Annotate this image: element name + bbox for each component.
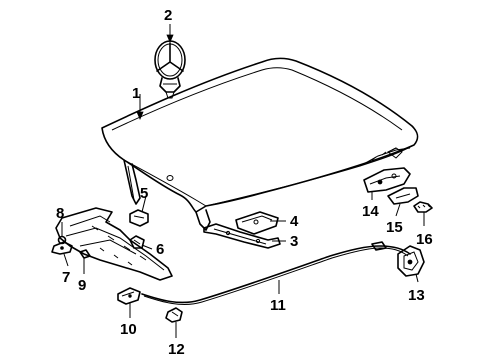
hood-seal-cowl [55, 207, 173, 281]
callout-16: 16 [416, 231, 433, 248]
callout-8: 8 [56, 205, 64, 222]
callout-7: 7 [62, 269, 70, 286]
callout-11: 11 [270, 297, 286, 314]
callout-9: 9 [78, 277, 86, 294]
callout-6: 6 [156, 241, 164, 258]
hinge-part-7 [51, 241, 73, 255]
callout-15: 15 [386, 219, 403, 236]
release-cable [141, 241, 411, 305]
hood-lock-bracket [203, 223, 281, 249]
cable-guide-10 [117, 287, 141, 305]
spring-clip-16 [413, 201, 433, 213]
callout-5: 5 [140, 185, 148, 202]
clip-5 [129, 209, 149, 227]
callout-1: 1 [132, 85, 140, 102]
rubber-stop-9 [79, 249, 91, 259]
star-emblem [154, 40, 186, 99]
latch-hook [387, 187, 419, 205]
hood-panel [101, 57, 419, 231]
callout-12: 12 [168, 341, 185, 358]
callout-10: 10 [120, 321, 137, 338]
callout-4: 4 [290, 213, 299, 230]
latch-mechanism [363, 167, 411, 193]
release-handle [397, 245, 425, 277]
lock-plate [235, 211, 279, 235]
callouts: 1 2 3 4 5 6 7 8 9 10 11 12 13 14 15 16 [56, 7, 433, 358]
callout-13: 13 [408, 287, 425, 304]
callout-2: 2 [164, 7, 172, 24]
callout-14: 14 [362, 203, 379, 220]
callout-3: 3 [290, 233, 298, 250]
leader-lines [61, 24, 425, 338]
cable-clip-12 [165, 307, 183, 323]
